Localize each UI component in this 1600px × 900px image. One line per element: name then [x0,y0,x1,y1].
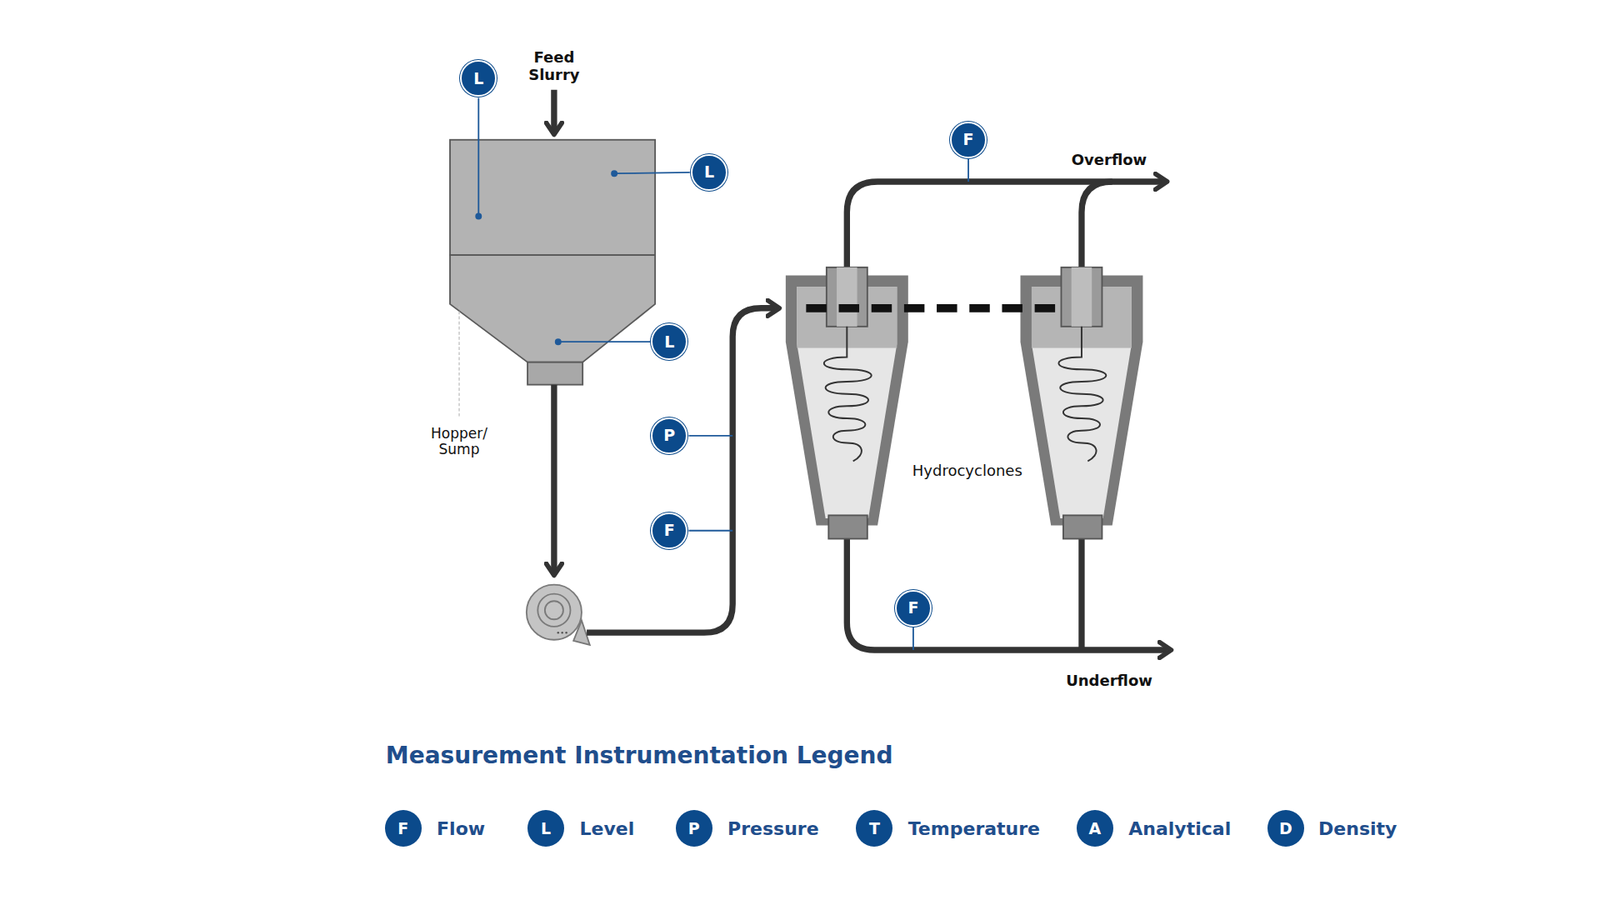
instrument-letter: F [963,131,975,148]
instrument-letter: L [704,164,715,180]
stream-label: Underflow [1065,671,1153,690]
pump [526,585,590,645]
legend-title: Measurement Instrumentation Legend [385,741,894,770]
underflow-pipe [846,539,1167,650]
overflow-pipe [846,181,1164,268]
part-label: Hopper/ Sump [430,425,488,459]
instrument-letter: L [473,70,484,87]
feed-arrow [550,90,557,131]
legend-swatch: A [1076,810,1114,847]
hopper-leader [458,305,460,419]
legend-letter: L [540,819,551,838]
legend-text: Pressure [727,818,820,840]
instrument-circle: L [690,154,728,191]
underflow-pipe [1078,539,1085,650]
legend-letter: P [688,819,700,838]
legend-text: Flow [436,818,485,840]
legend-swatch: D [1267,810,1305,847]
instrument-circle: P [650,417,688,455]
legend-letter: F [397,819,409,838]
legend-letter: D [1279,819,1293,838]
stream-label: Overflow [1071,150,1147,169]
legend-letter: A [1089,819,1102,838]
legend-text: Analytical [1128,818,1231,840]
pipe [550,385,557,572]
instrument-letter: L [664,334,675,350]
legend-swatch: T [855,810,893,847]
legend-letter: T [869,819,880,838]
legend-text: Temperature [908,818,1040,840]
dashed-link [805,304,1064,313]
instrument-letter: P [663,427,675,444]
part-label: Hydrocyclones [912,461,1023,480]
legend-swatch: L [527,810,565,847]
legend-swatch: P [675,810,713,847]
pipe [586,308,776,633]
instrument-circle: F [650,512,688,550]
instrument-circle: F [950,121,987,159]
instrument-circle: F [895,590,932,627]
instrument-circle: L [650,323,688,360]
instrument-letter: F [907,600,919,616]
instrument-circle: L [460,60,497,97]
legend-text: Density [1318,818,1397,840]
legend-text: Level [580,818,635,840]
leader-lines [475,98,969,650]
legend-swatch: F [385,810,422,847]
overflow-pipe [1081,181,1113,268]
hopper [450,140,655,385]
stream-label: Feed Slurry [528,49,580,84]
instrument-letter: F [664,522,675,539]
